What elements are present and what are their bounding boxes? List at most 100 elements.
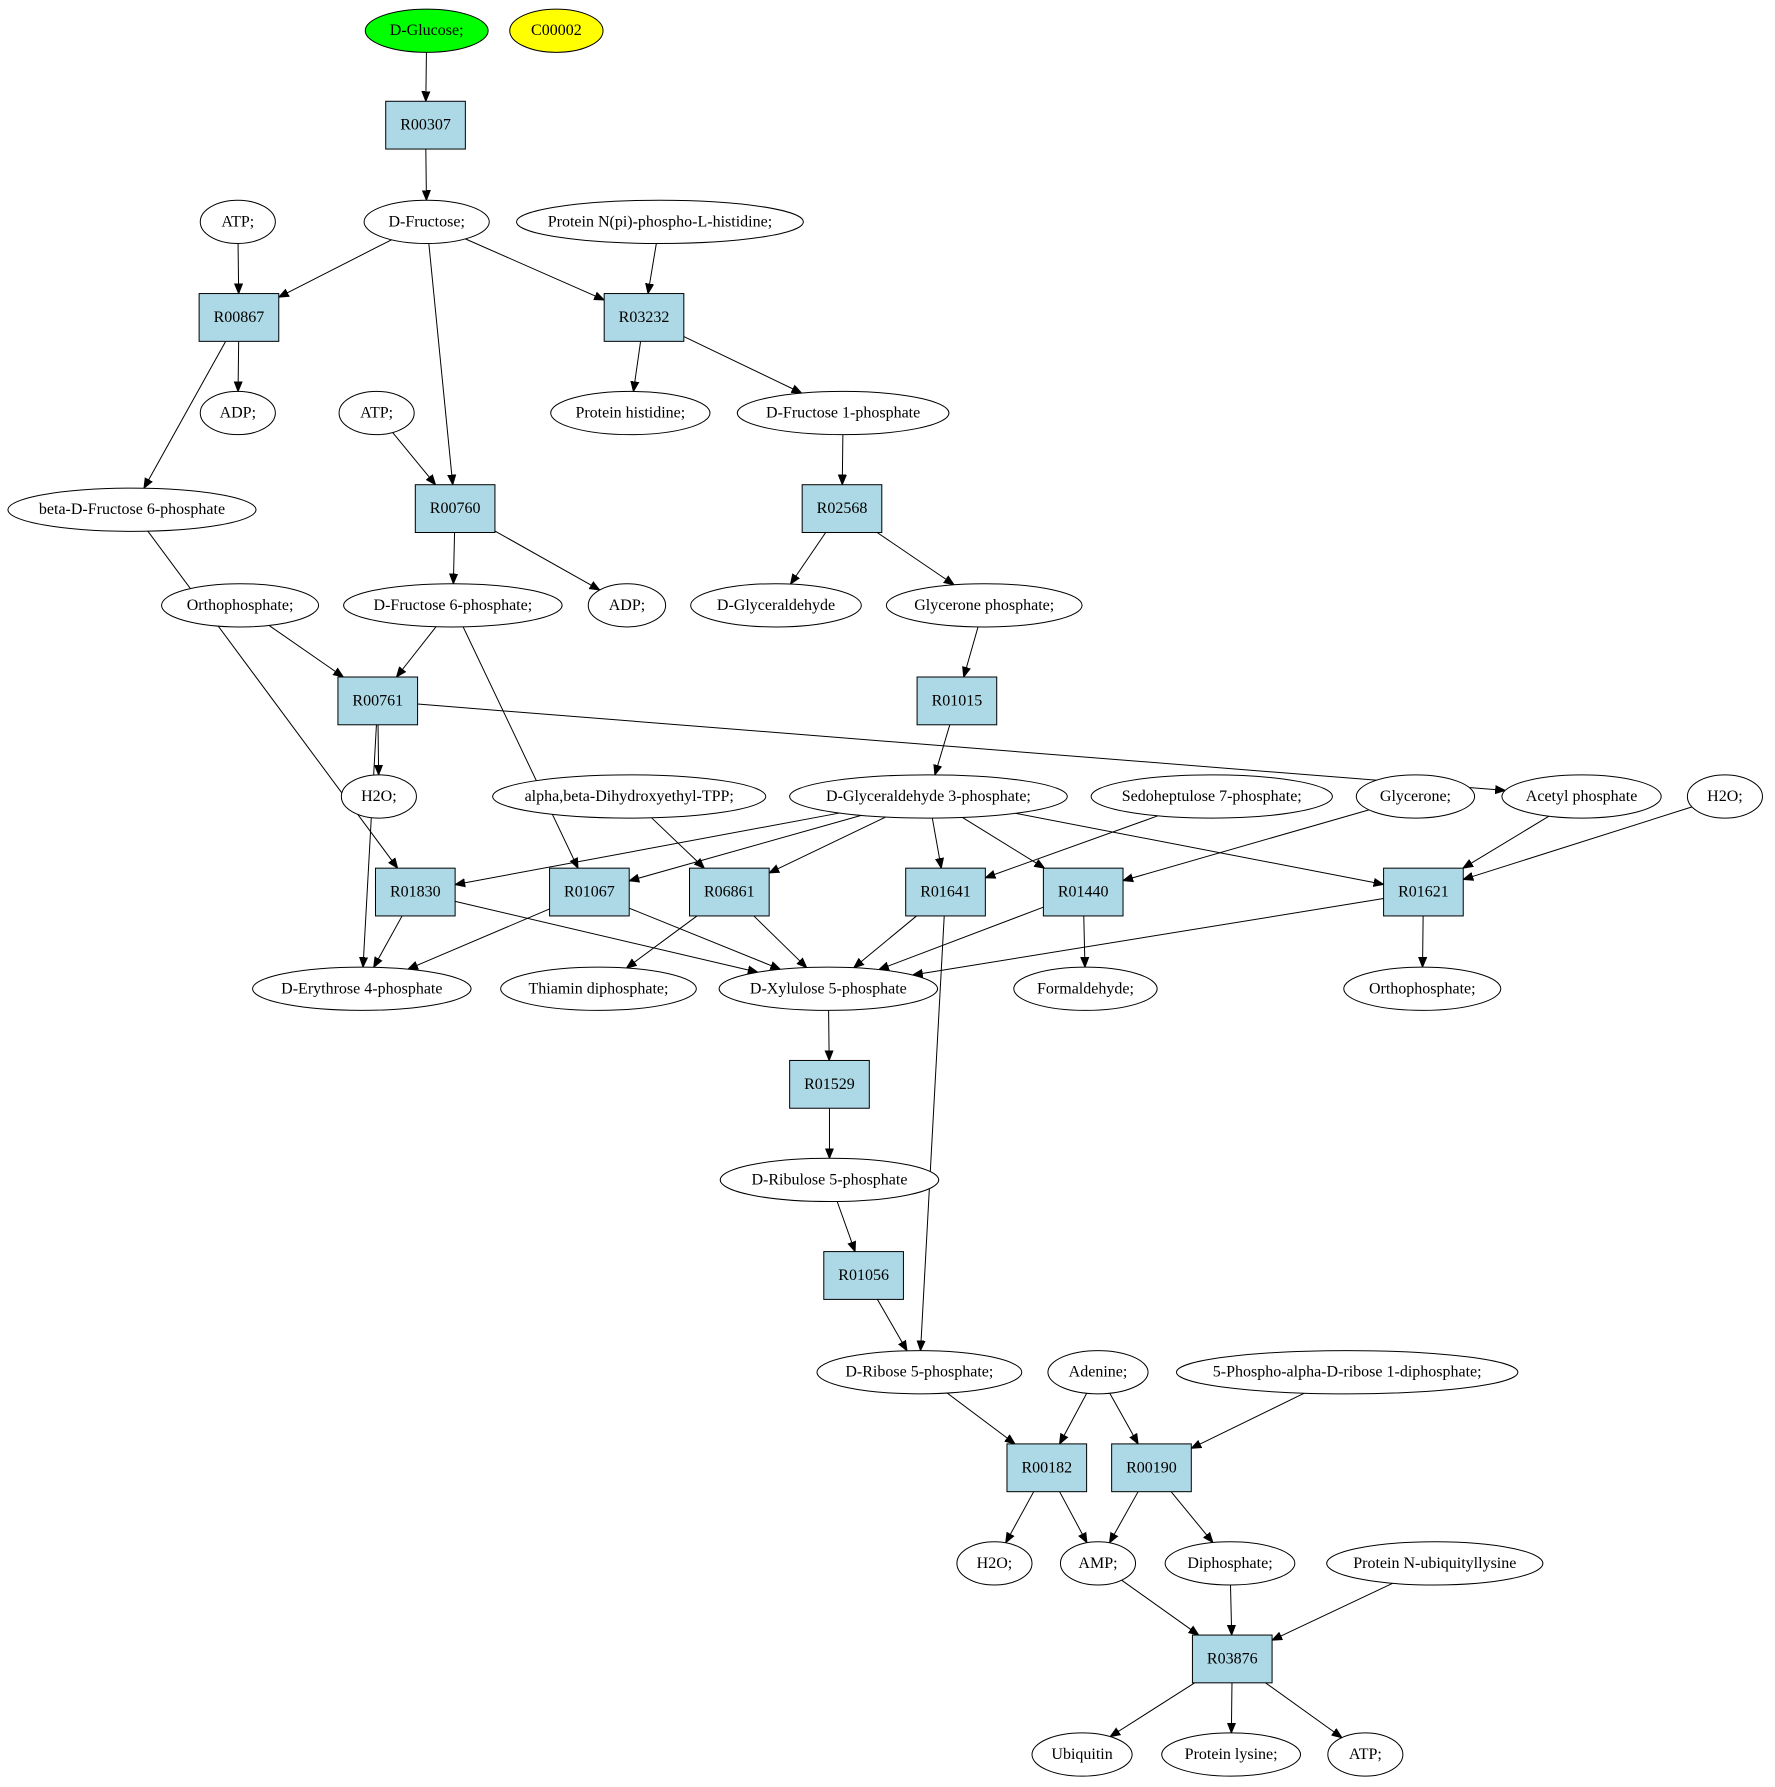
- compound-node-ru5p[interactable]: D-Ribulose 5-phosphate: [719, 1157, 940, 1203]
- edge-f6p-to-R01067: [462, 626, 578, 868]
- edge-glycerone-to-R01440: [1123, 809, 1370, 881]
- reaction-label: R00307: [400, 117, 451, 134]
- reaction-node-r01529[interactable]: R01529: [789, 1059, 870, 1109]
- compound-ellipse: [7, 487, 257, 532]
- compound-node-dhap[interactable]: Glycerone phosphate;: [885, 583, 1083, 628]
- compound-ellipse: [1047, 1350, 1149, 1395]
- compound-label: ADP;: [220, 405, 256, 422]
- reaction-node-r00190[interactable]: R00190: [1111, 1443, 1192, 1493]
- compound-node-formald[interactable]: Formaldehyde;: [1013, 966, 1158, 1011]
- reaction-node-r03876[interactable]: R03876: [1191, 1634, 1273, 1684]
- edge-f1p-to-R02568: [842, 434, 843, 485]
- compound-node-orthoP2[interactable]: Orthophosphate;: [1343, 966, 1502, 1011]
- reaction-node-r00761[interactable]: R00761: [337, 676, 419, 726]
- reaction-label: R02568: [817, 500, 868, 517]
- compound-ellipse: [789, 774, 1068, 819]
- compound-node-r5p[interactable]: D-Ribose 5-phosphate;: [816, 1350, 1023, 1395]
- reaction-node-r01056[interactable]: R01056: [823, 1251, 904, 1300]
- compound-node-tpp[interactable]: Thiamin diphosphate;: [500, 966, 697, 1011]
- edge-R03232-to-protHis: [633, 341, 642, 391]
- compound-node-fructose[interactable]: D-Fructose;: [363, 199, 490, 244]
- reaction-node-r00867[interactable]: R00867: [198, 293, 280, 342]
- edge-R06861-to-tpp: [627, 915, 698, 968]
- compound-label: D-Fructose 1-phosphate: [766, 405, 920, 422]
- reaction-node-r03232[interactable]: R03232: [603, 293, 685, 342]
- compound-node-protHis[interactable]: Protein histidine;: [550, 390, 711, 436]
- compound-node-prpp[interactable]: 5-Phospho-alpha-D-ribose 1-diphosphate;: [1176, 1350, 1519, 1395]
- compound-node-s7p[interactable]: Sedoheptulose 7-phosphate;: [1090, 774, 1333, 819]
- reaction-node-r02568[interactable]: R02568: [801, 484, 883, 534]
- compound-node-h2o1[interactable]: H2O;: [340, 774, 417, 819]
- edge-R00761-to-acetylP: [417, 703, 1506, 790]
- reaction-box: [1111, 1443, 1192, 1493]
- reaction-node-r01067[interactable]: R01067: [549, 867, 630, 917]
- compound-node-diphos[interactable]: Diphosphate;: [1164, 1541, 1296, 1586]
- edge-R02568-to-dhap: [876, 532, 954, 585]
- reaction-node-r01641[interactable]: R01641: [905, 867, 986, 917]
- compound-node-glucose[interactable]: D-Glucose;: [364, 8, 489, 53]
- edge-R01641-to-r5p: [921, 915, 945, 1351]
- compound-node-adp1[interactable]: ADP;: [199, 390, 276, 436]
- reaction-node-r00307[interactable]: R00307: [385, 100, 466, 150]
- compound-ellipse: [1090, 774, 1333, 819]
- reaction-node-r01830[interactable]: R01830: [374, 867, 456, 917]
- compound-node-h2o3[interactable]: H2O;: [956, 1541, 1033, 1586]
- compound-node-g3p[interactable]: D-Glyceraldehyde 3-phosphate;: [789, 774, 1068, 819]
- reaction-box: [801, 484, 883, 534]
- edge-R00761-to-e4p: [363, 724, 377, 967]
- compound-label: D-Ribulose 5-phosphate: [751, 1171, 907, 1188]
- edge-R03232-to-f1p: [683, 336, 802, 394]
- compound-node-f6p[interactable]: D-Fructose 6-phosphate;: [343, 583, 563, 628]
- reaction-node-r00760[interactable]: R00760: [414, 484, 496, 534]
- reaction-node-r01621[interactable]: R01621: [1383, 867, 1464, 917]
- compound-node-amp[interactable]: AMP;: [1059, 1541, 1137, 1586]
- compound-node-protNub[interactable]: Protein N-ubiquityllysine: [1326, 1541, 1544, 1586]
- edge-fructose-to-R00760: [428, 243, 453, 484]
- reaction-box: [1383, 867, 1464, 917]
- reaction-node-r00182[interactable]: R00182: [1006, 1443, 1088, 1493]
- compound-node-orthoP1[interactable]: Orthophosphate;: [161, 583, 320, 628]
- compound-node-atp2[interactable]: ATP;: [338, 390, 415, 436]
- compound-ellipse: [1355, 774, 1476, 819]
- edge-dhap-to-R01015: [964, 626, 979, 677]
- compound-ellipse: [364, 8, 489, 53]
- compound-label: D-Fructose;: [388, 213, 464, 230]
- edge-R03876-to-ubiq: [1110, 1682, 1195, 1737]
- compound-ellipse: [690, 583, 862, 628]
- compound-node-ubiq[interactable]: Ubiquitin: [1031, 1732, 1133, 1777]
- reaction-box: [689, 867, 770, 917]
- compound-node-atp1[interactable]: ATP;: [199, 199, 276, 244]
- compound-node-abDHE[interactable]: alpha,beta-Dihydroxyethyl-TPP;: [492, 774, 767, 819]
- compound-node-protNpi[interactable]: Protein N(pi)-phospho-L-histidine;: [516, 199, 804, 244]
- compound-node-dglyc[interactable]: D-Glyceraldehyde: [690, 583, 862, 628]
- edge-g3p-to-R01830: [455, 812, 840, 885]
- reaction-node-r01440[interactable]: R01440: [1042, 867, 1124, 917]
- compound-node-protLys[interactable]: Protein lysine;: [1161, 1732, 1302, 1777]
- compound-node-e4p[interactable]: D-Erythrose 4-phosphate: [252, 966, 472, 1011]
- compound-node-f1p[interactable]: D-Fructose 1-phosphate: [736, 390, 950, 436]
- compound-node-acetylP[interactable]: Acetyl phosphate: [1501, 774, 1662, 819]
- compound-node-x5p[interactable]: D-Xylulose 5-phosphate: [718, 966, 939, 1011]
- reaction-label: R01621: [1398, 884, 1449, 901]
- compound-node-atp3[interactable]: ATP;: [1327, 1732, 1404, 1777]
- compound-node-c00002[interactable]: C00002: [509, 8, 604, 53]
- reaction-box: [916, 676, 998, 726]
- compound-node-glycerone[interactable]: Glycerone;: [1355, 774, 1476, 819]
- compound-label: AMP;: [1078, 1555, 1117, 1572]
- reaction-label: R01440: [1058, 884, 1109, 901]
- edge-adenine-to-R00190: [1109, 1392, 1138, 1444]
- reaction-node-r06861[interactable]: R06861: [689, 867, 770, 917]
- compound-label: Ubiquitin: [1051, 1746, 1112, 1763]
- edge-R03876-to-protLys: [1231, 1682, 1232, 1733]
- reaction-node-r01015[interactable]: R01015: [916, 676, 998, 726]
- compound-node-adenine[interactable]: Adenine;: [1047, 1350, 1149, 1395]
- compound-ellipse: [1013, 966, 1158, 1011]
- compound-ellipse: [363, 199, 490, 244]
- compound-label: Orthophosphate;: [187, 597, 294, 614]
- compound-node-h2o2[interactable]: H2O;: [1686, 774, 1763, 819]
- compound-label: Protein histidine;: [575, 405, 685, 422]
- compound-node-adp2[interactable]: ADP;: [587, 583, 667, 628]
- compound-ellipse: [718, 966, 939, 1011]
- compound-node-bf6p[interactable]: beta-D-Fructose 6-phosphate: [7, 487, 257, 532]
- compound-ellipse: [956, 1541, 1033, 1586]
